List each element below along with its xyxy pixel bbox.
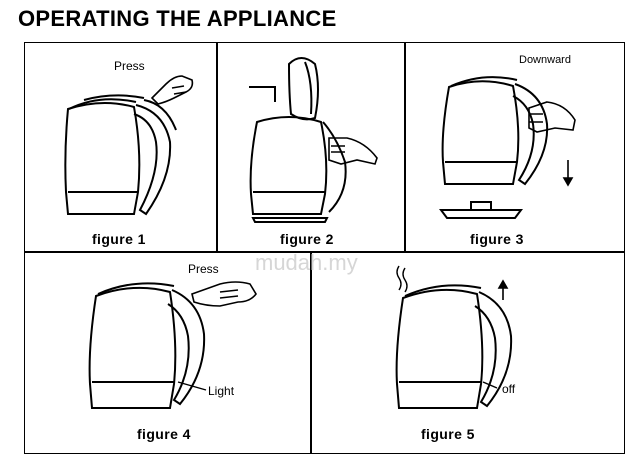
figure-1-panel: Press figure 1 [24, 42, 216, 251]
downward-label: Downward [519, 54, 571, 66]
gripping-hand-icon [528, 101, 576, 133]
figure-5-caption: figure 5 [421, 426, 475, 442]
column-divider-2 [404, 42, 406, 252]
kettle-boiling-illustration [395, 265, 513, 409]
watermark: mudah.my [255, 250, 358, 275]
kettle-on-base-illustration [249, 57, 378, 223]
light-label: Light [208, 384, 235, 398]
figure-2-caption: figure 2 [280, 231, 334, 247]
figure-4-panel: Press Light figure 4 [24, 252, 310, 454]
figure-2-panel: figure 2 [217, 42, 404, 251]
off-pointer [482, 381, 498, 389]
kettle-illustration [64, 75, 194, 216]
figures-frame [24, 42, 625, 454]
press-label: Press [188, 262, 219, 276]
figure-3-caption: figure 3 [470, 231, 524, 247]
light-pointer [177, 381, 207, 391]
up-arrow-icon [497, 279, 509, 300]
figure-5-panel: off figure 5 [311, 252, 625, 454]
press-label: Press [114, 59, 145, 73]
pressing-hand-icon [150, 75, 194, 105]
down-arrow-icon [562, 160, 574, 187]
off-label: off [502, 382, 516, 396]
figure-4-caption: figure 4 [137, 426, 191, 442]
row-divider [24, 251, 625, 253]
column-divider-1 [216, 42, 218, 252]
steam-icon [396, 265, 408, 293]
kettle-lifted-illustration [439, 76, 576, 219]
column-divider-3 [310, 251, 312, 454]
pointing-hand-icon [191, 281, 257, 307]
holding-hand-icon [328, 137, 378, 165]
figure-1-caption: figure 1 [92, 231, 146, 247]
kettle-switch-illustration [88, 281, 257, 409]
page-title: OPERATING THE APPLIANCE [18, 6, 337, 31]
figure-3-panel: Downward figure 3 [405, 42, 625, 251]
